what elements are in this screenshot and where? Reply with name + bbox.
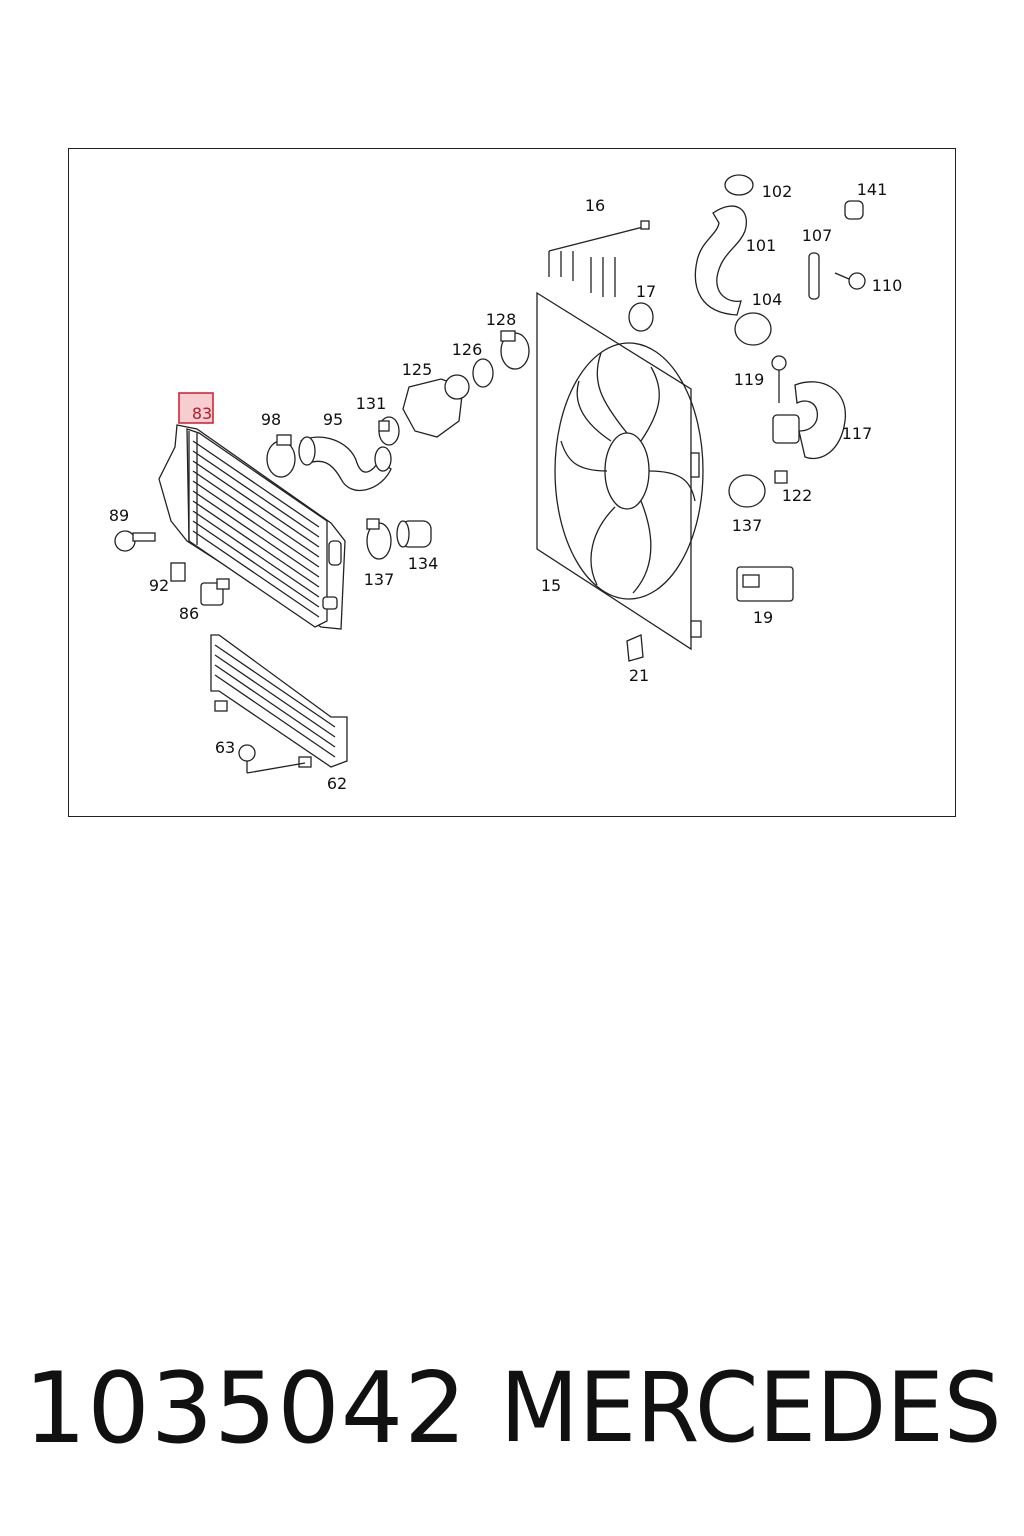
callout-21: 21 <box>629 666 649 685</box>
callout-119: 119 <box>734 370 765 389</box>
callout-122: 122 <box>782 486 813 505</box>
sensor-86-drawing <box>200 578 230 606</box>
oil-cooler-drawing <box>210 634 348 768</box>
callout-83: 83 <box>192 404 212 423</box>
callout-98: 98 <box>261 410 281 429</box>
bracket-21-drawing <box>626 634 644 662</box>
fan-shroud-drawing <box>536 291 704 651</box>
bolt-119-drawing <box>771 355 787 403</box>
callout-110: 110 <box>872 276 903 295</box>
bolt-63-drawing <box>238 744 306 774</box>
callout-102: 102 <box>762 182 793 201</box>
callout-101: 101 <box>746 236 777 255</box>
hose-95-drawing <box>298 436 392 491</box>
clamp-104-drawing <box>734 312 772 346</box>
footer: 1035042 MERCEDES <box>0 1352 1024 1472</box>
pipe-117-drawing <box>772 381 846 459</box>
callout-117: 117 <box>842 424 873 443</box>
callout-92: 92 <box>149 576 169 595</box>
callout-134: 134 <box>408 554 439 573</box>
callout-17: 17 <box>636 282 656 301</box>
clamp-137-right-drawing <box>728 474 766 508</box>
clip-122-drawing <box>774 470 788 484</box>
callout-62: 62 <box>327 774 347 793</box>
callout-104: 104 <box>752 290 783 309</box>
callout-131: 131 <box>356 394 387 413</box>
callout-141: 141 <box>857 180 888 199</box>
brand-name: MERCEDES <box>500 1352 1002 1464</box>
clip-17-drawing <box>628 302 654 332</box>
clamp-137-left-drawing <box>366 518 392 560</box>
ring-102-drawing <box>724 174 754 196</box>
callout-16: 16 <box>585 196 605 215</box>
highlight-box-83 <box>178 392 214 424</box>
callout-86: 86 <box>179 604 199 623</box>
clamp-128-drawing <box>500 330 530 370</box>
nut-92-drawing <box>170 562 186 582</box>
callout-107: 107 <box>802 226 833 245</box>
callout-89: 89 <box>109 506 129 525</box>
harness-16-drawing <box>548 220 650 297</box>
bolt-110-drawing <box>834 272 866 290</box>
clamp-131-drawing <box>378 416 400 446</box>
housing-125-drawing <box>402 374 470 438</box>
callout-95: 95 <box>323 410 343 429</box>
bracket-19-drawing <box>736 566 794 602</box>
callout-125: 125 <box>402 360 433 379</box>
intercooler-drawing <box>158 424 346 630</box>
hose-101-drawing <box>694 205 747 316</box>
callout-128: 128 <box>486 310 517 329</box>
bracket-107-drawing <box>808 252 820 300</box>
callout-15: 15 <box>541 576 561 595</box>
grommet-141-drawing <box>844 200 864 220</box>
bolt-89-drawing <box>114 530 156 552</box>
ring-126-drawing <box>472 358 494 388</box>
clamp-98-drawing <box>266 434 296 478</box>
callout-137: 137 <box>364 570 395 589</box>
callout-19: 19 <box>753 608 773 627</box>
sleeve-134-drawing <box>396 520 432 548</box>
callout-63: 63 <box>215 738 235 757</box>
callout-126: 126 <box>452 340 483 359</box>
callout-137: 137 <box>732 516 763 535</box>
part-number: 1035042 <box>24 1352 468 1466</box>
